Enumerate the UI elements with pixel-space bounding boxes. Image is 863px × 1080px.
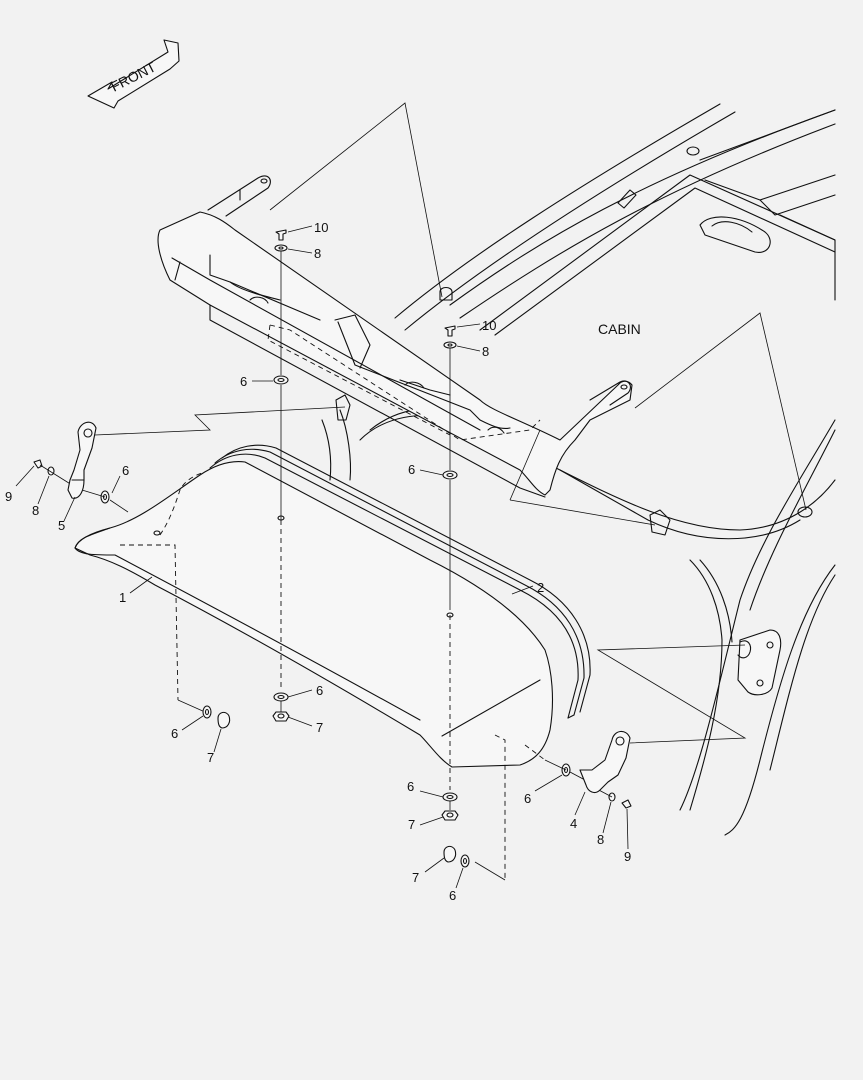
callout-7-bottom: 7 bbox=[412, 870, 419, 885]
callout-2: 2 bbox=[537, 580, 544, 595]
nut-7-lower-left bbox=[272, 711, 290, 722]
callout-6-upper-right: 6 bbox=[408, 462, 415, 477]
nut-7-lower-right bbox=[441, 810, 459, 821]
cap-nut-7-bottom bbox=[443, 845, 457, 863]
callout-10-right: 10 bbox=[482, 318, 496, 333]
washer-8-left bbox=[274, 244, 288, 252]
washer-6-upper-left bbox=[273, 375, 289, 385]
sunshade-panel bbox=[74, 461, 553, 880]
callout-8-bracket-right: 8 bbox=[597, 832, 604, 847]
washer-6-bottom bbox=[460, 854, 470, 868]
bolt-9-left bbox=[33, 459, 43, 469]
reference-leader-lines bbox=[94, 102, 807, 744]
cabin-label: CABIN bbox=[598, 321, 641, 337]
callout-numbers: 10 8 10 8 6 6 6 9 8 5 1 2 6 7 6 7 6 7 7 … bbox=[5, 220, 631, 903]
callout-8-right: 8 bbox=[482, 344, 489, 359]
callout-6-bracket-left: 6 bbox=[122, 463, 129, 478]
callout-leaders bbox=[15, 225, 629, 889]
cabin-frame: CABIN bbox=[321, 103, 836, 836]
callout-8-bracket-left: 8 bbox=[32, 503, 39, 518]
callout-1: 1 bbox=[119, 590, 126, 605]
callout-6-lower-right: 6 bbox=[407, 779, 414, 794]
callout-4: 4 bbox=[570, 816, 577, 831]
washer-8-right bbox=[443, 341, 457, 349]
upper-visor-frame bbox=[157, 175, 633, 498]
callout-6-lower-left: 6 bbox=[316, 683, 323, 698]
callout-6-bottom: 6 bbox=[449, 888, 456, 903]
bolt-10-left bbox=[275, 229, 287, 241]
callout-9-left: 9 bbox=[5, 489, 12, 504]
callout-6-bracket-right: 6 bbox=[524, 791, 531, 806]
callout-10-left: 10 bbox=[314, 220, 328, 235]
callout-7-lower-left: 7 bbox=[316, 720, 323, 735]
fastener-axis-lines bbox=[177, 245, 506, 881]
cap-nut-7-far-left bbox=[217, 711, 231, 729]
fasteners bbox=[33, 229, 632, 868]
washer-6-lower-right bbox=[442, 792, 458, 802]
bolt-10-right bbox=[444, 325, 456, 337]
washer-6-upper-right bbox=[442, 470, 458, 480]
callout-9-right: 9 bbox=[624, 849, 631, 864]
bracket-4 bbox=[579, 730, 631, 794]
callout-8-left: 8 bbox=[314, 246, 321, 261]
washer-6-lower-left bbox=[273, 692, 289, 702]
callout-7-far-left: 7 bbox=[207, 750, 214, 765]
mounting-brackets bbox=[67, 421, 631, 794]
callout-5: 5 bbox=[58, 518, 65, 533]
bolt-9-right bbox=[621, 799, 632, 809]
callout-6-far-left: 6 bbox=[171, 726, 178, 741]
callout-7-lower-right: 7 bbox=[408, 817, 415, 832]
washer-6-far-left bbox=[202, 705, 212, 719]
rubber-seal bbox=[209, 444, 591, 719]
front-direction-arrow: FRONT bbox=[87, 39, 180, 109]
callout-6-upper-left: 6 bbox=[240, 374, 247, 389]
